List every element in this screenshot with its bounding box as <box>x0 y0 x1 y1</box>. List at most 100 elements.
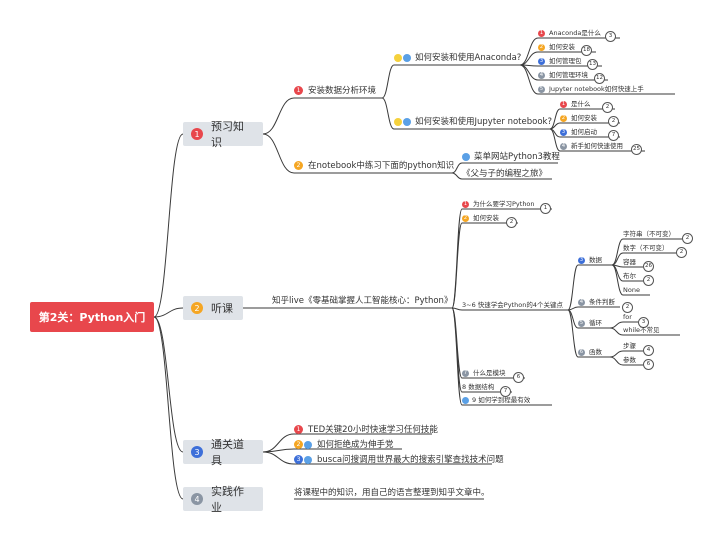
connector-line <box>381 64 395 99</box>
root-node[interactable]: 第2关：Python入门 <box>30 302 154 332</box>
connector-line <box>262 97 295 135</box>
loop-while[interactable]: while不常见 <box>623 326 660 335</box>
item-label: 9 如何学到程最有效 <box>472 396 531 404</box>
type-string[interactable]: 字符串（不可变） <box>623 230 675 239</box>
func-params[interactable]: 参数 <box>623 356 636 365</box>
connector-line <box>519 51 539 66</box>
connector-line <box>609 327 624 336</box>
item-label: 数字（不可变） <box>623 244 669 252</box>
section-preview[interactable]: 1 预习知识 <box>183 120 263 149</box>
number-badge: 3 <box>578 256 585 264</box>
section-label: 实践作业 <box>211 485 244 514</box>
number-badge: 5 <box>578 319 585 327</box>
connector-line <box>381 97 395 130</box>
count-badge: 6 <box>513 372 524 383</box>
list-item[interactable]: 3~6 快速学会Python的4个关键点 <box>462 301 563 310</box>
type-container[interactable]: 容器 <box>623 258 636 267</box>
root-connector <box>153 316 184 453</box>
section-label: 通关道具 <box>211 438 244 467</box>
number-badge: 5 <box>538 85 545 93</box>
type-bool[interactable]: 布尔 <box>623 272 636 281</box>
type-none[interactable]: None <box>623 286 640 295</box>
node-homework[interactable]: 将课程中的知识，用自己的语言整理到知乎文章中。 <box>294 488 490 499</box>
connector-line <box>519 64 539 95</box>
node-book[interactable]: 《父与子的编程之旅》 <box>462 169 547 180</box>
connector-line <box>609 321 624 329</box>
item-label: TED关键20小时快速学习任何技能 <box>308 425 438 435</box>
node-jupyter[interactable]: 如何安装和使用Jupyter notebook? <box>394 117 552 128</box>
list-item[interactable]: 8 数据结构 <box>462 383 494 392</box>
root-connector <box>153 133 184 318</box>
tool-item[interactable]: 1 TED关键20小时快速学习任何技能 <box>294 425 438 436</box>
count-badge: 2 <box>602 102 613 113</box>
count-badge: 2 <box>622 302 633 313</box>
count-badge: 2 <box>506 217 517 228</box>
root-connector <box>153 307 184 318</box>
marker-icon <box>403 117 411 126</box>
list-item[interactable]: 2 如何安装 <box>462 214 499 223</box>
item-label: 循环 <box>589 319 602 327</box>
count-badge: 18 <box>581 45 592 56</box>
key-function[interactable]: 6 函数 <box>578 348 602 357</box>
number-badge: 1 <box>462 200 469 208</box>
item-label: 如何管理包 <box>549 57 582 65</box>
node-label: 如何安装和使用Anaconda? <box>415 53 522 63</box>
node-anaconda[interactable]: 如何安装和使用Anaconda? <box>394 53 521 64</box>
type-number[interactable]: 数字（不可变） <box>623 244 669 253</box>
section-number-badge: 4 <box>191 493 203 505</box>
link-icon <box>304 440 312 449</box>
count-badge: 25 <box>631 144 642 155</box>
node-label: 将课程中的知识，用自己的语言整理到知乎文章中。 <box>294 488 490 498</box>
section-number-badge: 3 <box>191 446 203 458</box>
section-tools[interactable]: 3 通关道具 <box>183 438 263 467</box>
section-lecture[interactable]: 2 听课 <box>183 296 243 320</box>
connector-line <box>567 309 579 358</box>
number-badge: 1 <box>538 29 545 37</box>
list-item[interactable]: 9 如何学到程最有效 <box>462 396 530 405</box>
connector-line <box>611 264 624 296</box>
item-label: while不常见 <box>623 326 660 334</box>
number-badge: 4 <box>578 298 585 306</box>
number-badge: 1 <box>294 425 303 434</box>
item-label: 函数 <box>589 348 602 356</box>
number-badge: 3 <box>560 128 567 136</box>
count-badge: 2 <box>682 233 693 244</box>
connector-line <box>519 37 539 66</box>
number-badge: 6 <box>578 348 585 356</box>
func-steps[interactable]: 步骤 <box>623 342 636 351</box>
list-item[interactable]: 3 如何管理包 <box>538 57 582 66</box>
node-python3-tutorial[interactable]: 菜单网站Python3教程 <box>462 152 560 163</box>
section-homework[interactable]: 4 实践作业 <box>183 485 263 514</box>
item-label: 参数 <box>623 356 636 364</box>
loop-for[interactable]: for <box>623 313 632 322</box>
count-badge: 26 <box>643 261 654 272</box>
item-label: 什么是模块 <box>473 369 506 377</box>
number-badge: 3 <box>538 57 545 65</box>
connector-line <box>451 307 463 311</box>
item-label: 如何安装 <box>473 214 499 222</box>
item-label: busca问搜调用世界最大的搜索引擎查找技术问题 <box>317 455 504 465</box>
node-zhihu-live[interactable]: 知乎live《零基础掌握人工智能核心：Python》 <box>272 296 452 307</box>
item-label: 字符串（不可变） <box>623 230 675 238</box>
marker-icon <box>394 117 402 126</box>
number-badge: 2 <box>462 214 469 222</box>
connector-line <box>519 64 539 81</box>
key-loop[interactable]: 5 循环 <box>578 319 602 328</box>
count-badge: 7 <box>608 130 619 141</box>
